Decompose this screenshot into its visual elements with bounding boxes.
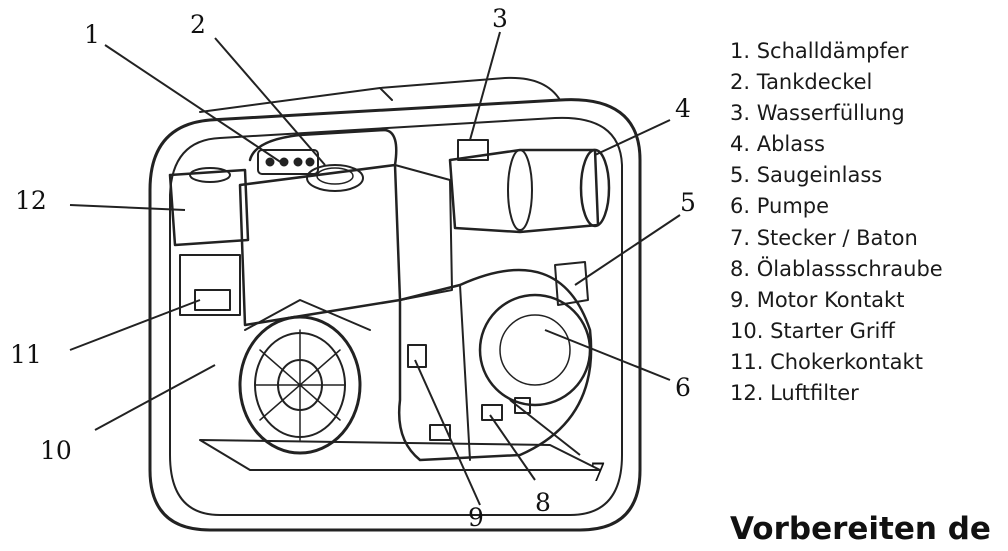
callout-11: 11 [10,340,42,369]
legend-item: 12. Luftfilter [730,381,859,406]
legend-item: 8. Ölablassschraube [730,256,943,281]
muffler [257,149,319,175]
legend-item: 10. Starter Griff [730,318,895,343]
parts-legend: 1. Schalldämpfer 2. Tankdeckel 3. Wasser… [730,36,943,409]
legend-item: 9. Motor Kontakt [730,287,905,312]
section-heading: Vorbereiten de [730,511,991,547]
callout-12: 12 [15,186,47,215]
callout-9: 9 [468,503,484,532]
callout-2: 2 [190,10,206,39]
callout-1: 1 [84,20,100,49]
legend-item: 1. Schalldämpfer [730,39,909,63]
callout-6: 6 [675,373,691,402]
frame-back [169,116,623,516]
fuel-tank [248,128,398,167]
callout-7: 7 [590,458,606,487]
pump-housing [398,268,593,462]
frame-front [148,98,642,532]
callout-4: 4 [675,94,691,123]
recoil-starter [238,315,362,455]
legend-item: 3. Wasserfüllung [730,101,905,126]
legend-item: 7. Stecker / Baton [730,225,918,250]
legend-item: 2. Tankdeckel [730,70,873,95]
base-plate [199,439,601,471]
legend-item: 6. Pumpe [730,194,830,219]
filling-cap [457,139,489,161]
legend-item: 11. Chokerkontakt [730,349,923,374]
discharge-pipe [448,148,600,234]
water-pump-diagram [69,31,681,532]
legend-item: 5. Saugeinlass [730,163,883,188]
suction-inlet [554,261,589,306]
callout-5: 5 [680,188,696,217]
legend-item: 4. Ablass [730,132,825,157]
callout-3: 3 [492,4,508,33]
callout-8: 8 [535,488,551,517]
callout-10: 10 [40,436,72,465]
air-filter [168,168,250,247]
